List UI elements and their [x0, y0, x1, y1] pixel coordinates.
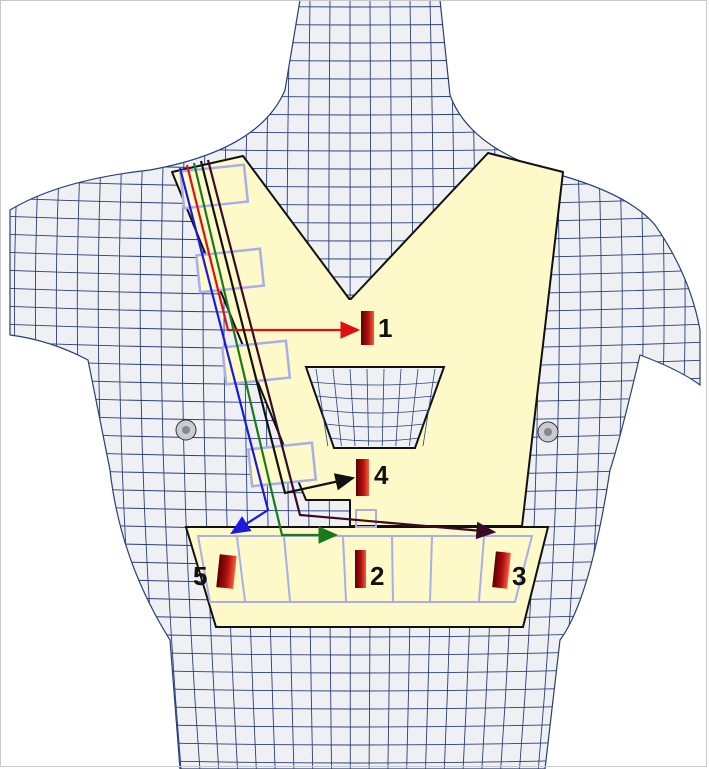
vest-diagram: 1 4 2 3 5 [0, 0, 709, 769]
image-frame [0, 0, 707, 767]
